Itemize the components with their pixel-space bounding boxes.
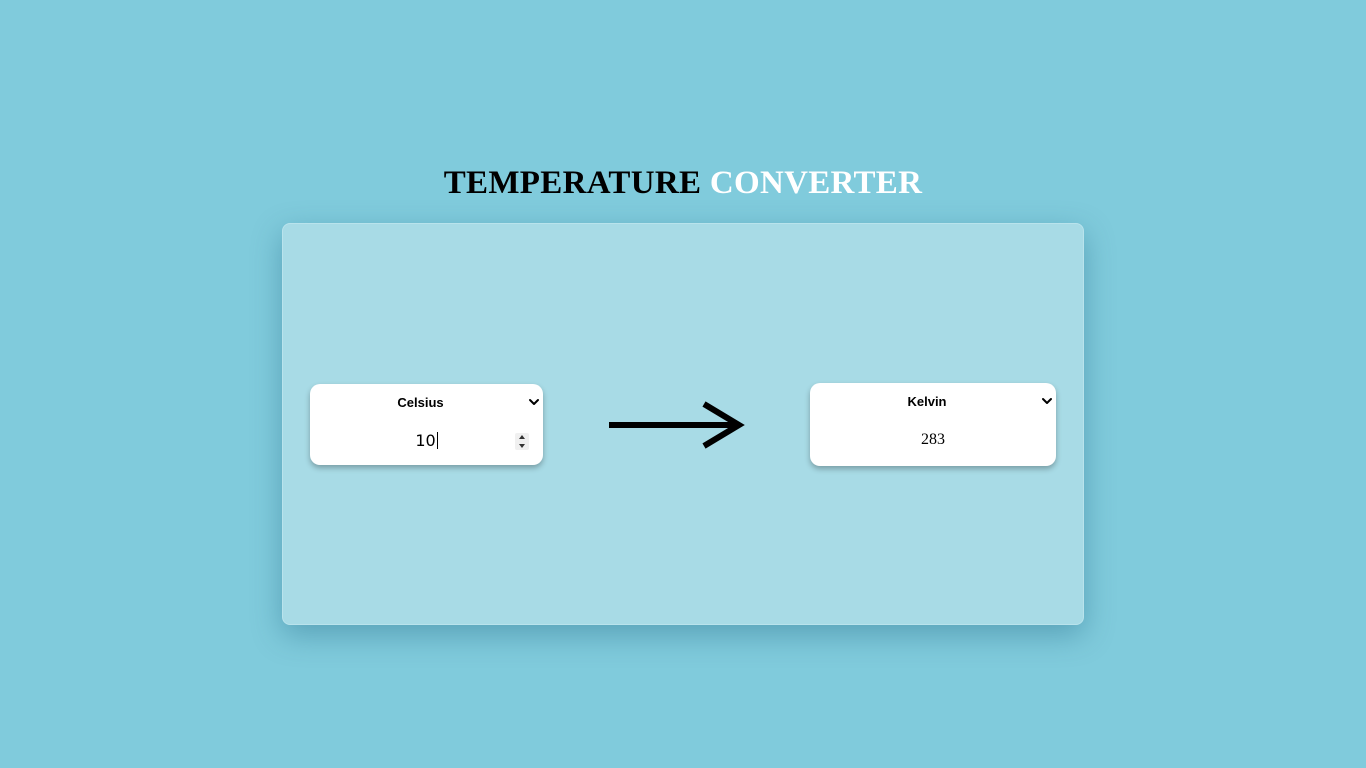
to-unit-select[interactable]: Kelvin (810, 391, 1056, 413)
title-primary-text: TEMPERATURE (443, 165, 702, 201)
text-caret (436, 432, 438, 449)
spin-up-icon[interactable] (518, 433, 526, 441)
to-unit-label: Kelvin (907, 394, 947, 409)
title-accent-text: CONVERTER (709, 165, 923, 201)
from-card: Celsius 10 (310, 384, 543, 465)
to-card: Kelvin 283 (810, 383, 1056, 466)
chevron-down-icon (529, 399, 539, 405)
converter-panel: Celsius 10 (282, 223, 1084, 625)
chevron-down-icon (1042, 398, 1052, 404)
from-unit-label: Celsius (397, 395, 444, 410)
from-value-input[interactable]: 10 (322, 430, 531, 454)
spin-down-icon[interactable] (518, 442, 526, 450)
from-value-text: 10 (415, 431, 436, 450)
from-value-display: 10 (322, 431, 531, 450)
from-unit-select[interactable]: Celsius (310, 392, 543, 414)
to-value-output: 283 (921, 431, 945, 448)
number-spinner (515, 433, 529, 450)
arrow-right-icon (609, 401, 745, 449)
page-title: TEMPERATURE CONVERTER (0, 162, 1366, 204)
